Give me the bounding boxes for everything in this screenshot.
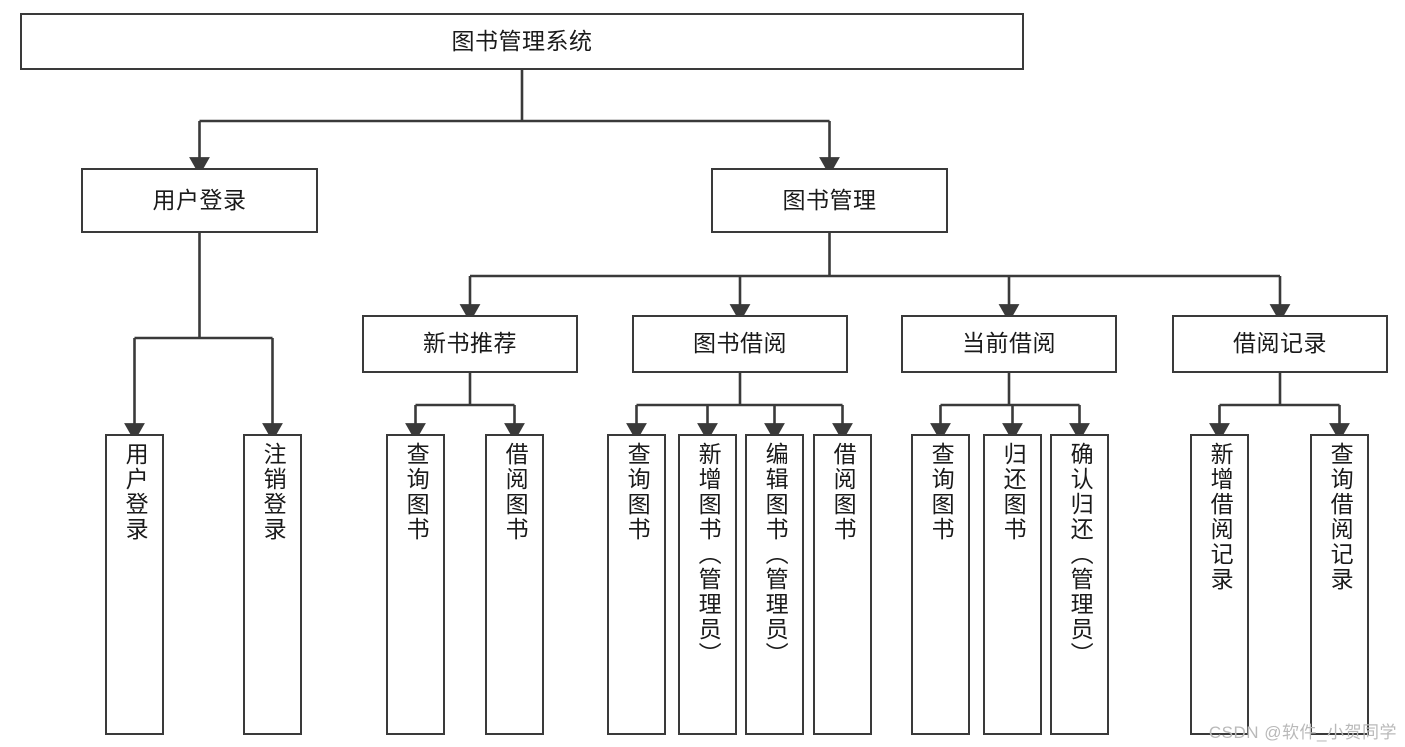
node-leaf-cur-query[interactable]: 查询图书 xyxy=(911,434,970,735)
node-label-leaf-bk-borrow: 借阅图书 xyxy=(830,442,857,542)
node-label-login: 用户登录 xyxy=(152,186,247,213)
node-leaf-bk-borrow[interactable]: 借阅图书 xyxy=(813,434,872,735)
node-leaf-new-query[interactable]: 查询图书 xyxy=(386,434,445,735)
node-label-leaf-new-query: 查询图书 xyxy=(403,442,430,542)
node-borrow[interactable]: 图书借阅 xyxy=(632,315,848,373)
node-label-leaf-new-borrow: 借阅图书 xyxy=(502,442,529,542)
node-label-leaf-user-logout: 注销登录 xyxy=(260,442,287,542)
node-newrec[interactable]: 新书推荐 xyxy=(362,315,578,373)
node-root[interactable]: 图书管理系统 xyxy=(20,13,1024,70)
node-label-leaf-bk-add: 新增图书（管理员） xyxy=(695,442,722,667)
node-leaf-bk-edit[interactable]: 编辑图书（管理员） xyxy=(745,434,804,735)
node-leaf-user-logout[interactable]: 注销登录 xyxy=(243,434,302,735)
node-leaf-rec-query[interactable]: 查询借阅记录 xyxy=(1310,434,1369,735)
node-label-borrow: 图书借阅 xyxy=(693,330,787,357)
node-label-leaf-bk-query: 查询图书 xyxy=(624,442,651,542)
node-records[interactable]: 借阅记录 xyxy=(1172,315,1388,373)
node-leaf-bk-add[interactable]: 新增图书（管理员） xyxy=(678,434,737,735)
node-label-leaf-rec-add: 新增借阅记录 xyxy=(1207,442,1234,592)
node-current[interactable]: 当前借阅 xyxy=(901,315,1117,373)
node-label-leaf-bk-edit: 编辑图书（管理员） xyxy=(762,442,789,667)
node-label-leaf-cur-confirm: 确认归还（管理员） xyxy=(1067,442,1094,667)
node-leaf-bk-query[interactable]: 查询图书 xyxy=(607,434,666,735)
node-label-current: 当前借阅 xyxy=(962,330,1056,357)
node-label-leaf-user-login: 用户登录 xyxy=(122,442,149,542)
node-leaf-user-login[interactable]: 用户登录 xyxy=(105,434,164,735)
node-label-leaf-cur-query: 查询图书 xyxy=(928,442,955,542)
node-label-leaf-cur-return: 归还图书 xyxy=(1000,442,1027,542)
node-leaf-new-borrow[interactable]: 借阅图书 xyxy=(485,434,544,735)
node-leaf-cur-confirm[interactable]: 确认归还（管理员） xyxy=(1050,434,1109,735)
node-label-root: 图书管理系统 xyxy=(451,27,593,54)
node-label-bookmgmt: 图书管理 xyxy=(782,186,877,213)
node-label-leaf-rec-query: 查询借阅记录 xyxy=(1327,442,1354,592)
node-label-newrec: 新书推荐 xyxy=(423,330,517,357)
node-label-records: 借阅记录 xyxy=(1233,330,1327,357)
node-login[interactable]: 用户登录 xyxy=(81,168,318,233)
node-leaf-rec-add[interactable]: 新增借阅记录 xyxy=(1190,434,1249,735)
node-leaf-cur-return[interactable]: 归还图书 xyxy=(983,434,1042,735)
node-bookmgmt[interactable]: 图书管理 xyxy=(711,168,948,233)
csdn-watermark: CSDN @软件_小贺同学 xyxy=(1208,723,1397,742)
